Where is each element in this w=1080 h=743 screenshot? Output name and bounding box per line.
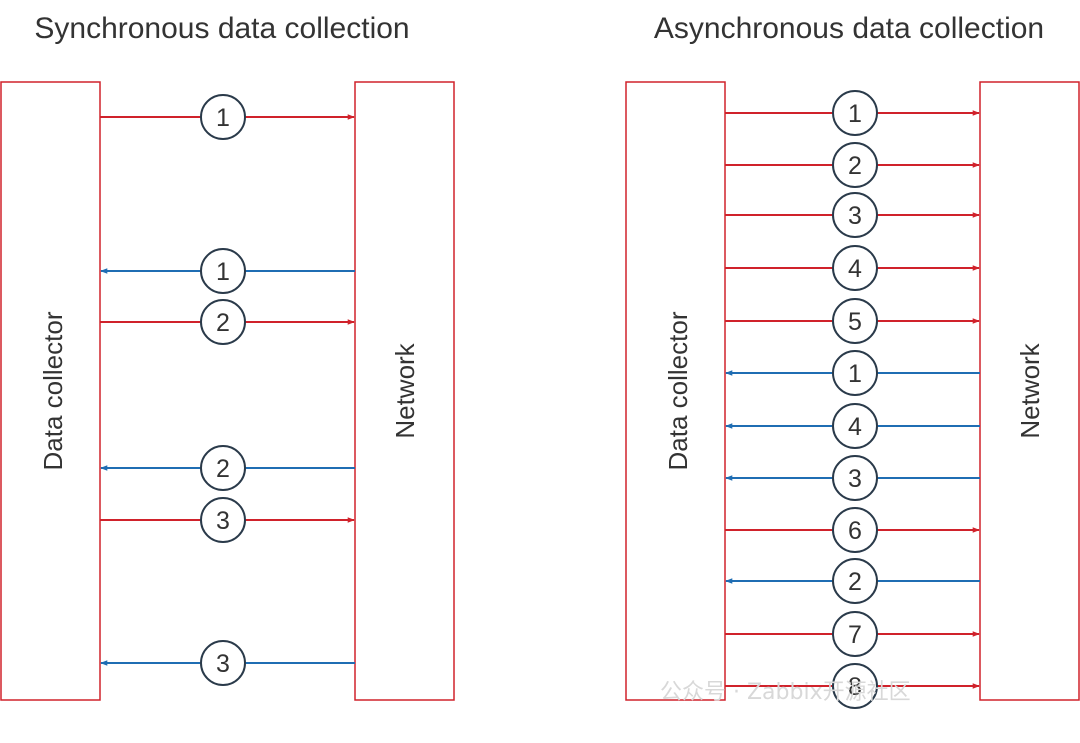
- async-title: Asynchronous data collection: [654, 12, 1044, 45]
- sync-step-circle: [200, 640, 246, 686]
- sync-step-circle: [200, 497, 246, 543]
- watermark-text: 公众号 · Zabbix开源社区: [660, 680, 911, 705]
- async-message-request: 7: [725, 611, 980, 657]
- sync-step-number: 3: [216, 650, 230, 678]
- sync-step-circle: [200, 94, 246, 140]
- async-step-circle: [832, 403, 878, 449]
- async-step-circle: [832, 507, 878, 553]
- async-message-request: 2: [725, 142, 980, 188]
- async-message-response: 4: [725, 403, 980, 449]
- async-step-number: 1: [848, 360, 862, 388]
- async-message-request: 6: [725, 507, 980, 553]
- async-step-number: 6: [848, 517, 862, 545]
- async-step-circle: [832, 611, 878, 657]
- async-message-request: 5: [725, 298, 980, 344]
- sync-message-request: 3: [100, 497, 355, 543]
- sync-message-request: 2: [100, 299, 355, 345]
- async-step-circle: [832, 663, 878, 709]
- sync-network-label: Network: [390, 342, 420, 438]
- async-message-response: 3: [725, 455, 980, 501]
- sync-step-circle: [200, 445, 246, 491]
- async-step-circle: [832, 558, 878, 604]
- async-step-circle: [832, 245, 878, 291]
- async-step-number: 3: [848, 465, 862, 493]
- sync-step-circle: [200, 299, 246, 345]
- sync-message-list: 1 1 2 2 3 3: [100, 94, 355, 686]
- async-step-number: 4: [848, 255, 862, 283]
- async-step-circle: [832, 192, 878, 238]
- async-step-number: 8: [848, 673, 862, 701]
- sync-step-number: 1: [216, 104, 230, 132]
- sync-step-circle: [200, 248, 246, 294]
- sync-message-response: 2: [100, 445, 355, 491]
- async-collector-label: Data collector: [663, 311, 693, 470]
- async-message-request: 1: [725, 90, 980, 136]
- sync-network-box: [354, 81, 455, 701]
- async-message-request: 4: [725, 245, 980, 291]
- sync-message-response: 3: [100, 640, 355, 686]
- async-network-label: Network: [1015, 342, 1045, 438]
- sync-message-response: 1: [100, 248, 355, 294]
- async-panel: Asynchronous data collection Data collec…: [625, 12, 1080, 709]
- async-step-circle: [832, 455, 878, 501]
- sync-step-number: 3: [216, 507, 230, 535]
- async-step-number: 1: [848, 100, 862, 128]
- async-message-response: 2: [725, 558, 980, 604]
- sync-step-number: 1: [216, 258, 230, 286]
- async-step-number: 7: [848, 621, 862, 649]
- sync-message-request: 1: [100, 94, 355, 140]
- async-step-number: 2: [848, 152, 862, 180]
- async-step-circle: [832, 90, 878, 136]
- async-message-response: 1: [725, 350, 980, 396]
- sync-collector-box: [0, 81, 101, 701]
- async-step-circle: [832, 298, 878, 344]
- async-step-circle: [832, 142, 878, 188]
- sync-panel: Synchronous data collection Data collect…: [0, 12, 455, 701]
- async-message-request: 3: [725, 192, 980, 238]
- sync-step-number: 2: [216, 309, 230, 337]
- async-message-request: 8: [725, 663, 980, 709]
- sync-title: Synchronous data collection: [34, 12, 409, 45]
- sync-step-number: 2: [216, 455, 230, 483]
- sync-collector-label: Data collector: [38, 311, 68, 470]
- async-step-number: 5: [848, 308, 862, 336]
- async-step-number: 4: [848, 413, 862, 441]
- async-step-circle: [832, 350, 878, 396]
- async-network-box: [979, 81, 1080, 701]
- async-step-number: 2: [848, 568, 862, 596]
- async-step-number: 3: [848, 202, 862, 230]
- async-message-list: 1 2 3 4 5 1 4 3 6 2 7 8: [725, 90, 980, 709]
- async-collector-box: [625, 81, 726, 701]
